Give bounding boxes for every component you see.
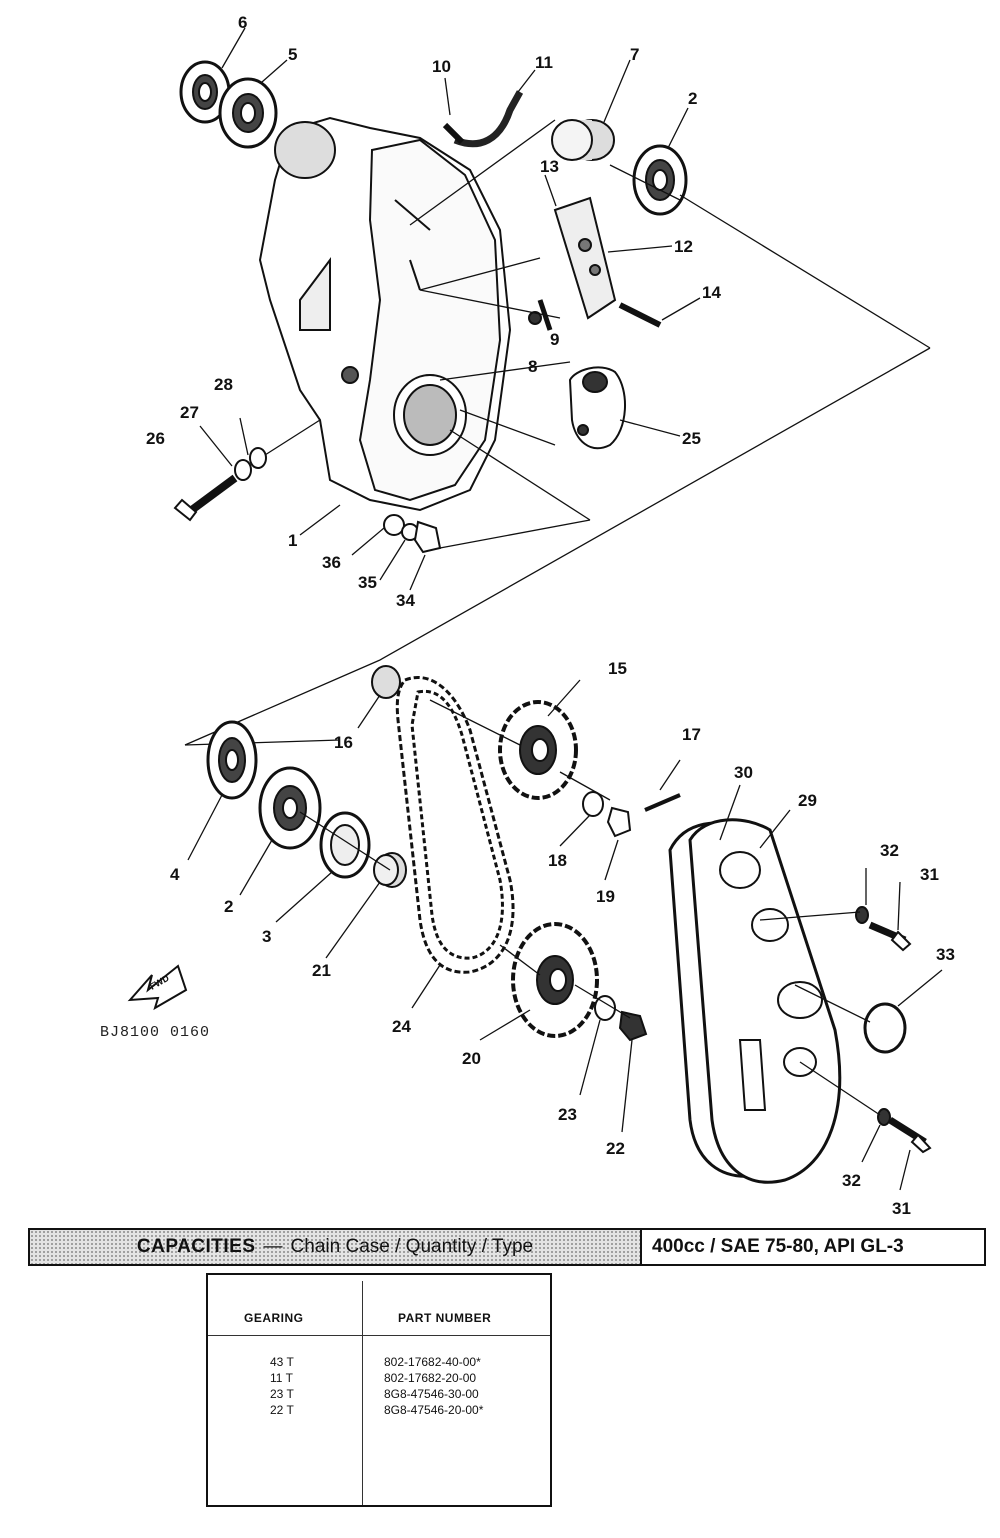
callout-8: 8: [528, 357, 537, 376]
callout-20: 20: [462, 1049, 481, 1068]
table-row: 22 T 8G8-47546-20-00*: [270, 1403, 484, 1417]
callout-18: 18: [548, 851, 567, 870]
chain-case-1: [258, 116, 512, 512]
callout-15: 15: [608, 659, 627, 678]
table-row: 23 T 8G8-47546-30-00: [270, 1387, 479, 1401]
oil-seal-3: [319, 811, 371, 879]
plate-13: [553, 196, 617, 320]
callout-16: 16: [334, 733, 353, 752]
bearing-4: [206, 720, 258, 800]
plug-33: [863, 1002, 907, 1054]
callout-35: 35: [358, 573, 377, 592]
collar-21: [373, 852, 407, 888]
callout-21: 21: [312, 961, 331, 980]
callout-1: 1: [288, 531, 297, 550]
callout-2a: 2: [688, 89, 697, 108]
drive-chain-24: [395, 675, 515, 974]
exploded-parts-diagram: 6510117213121498252827261363534151617302…: [127, 13, 955, 1218]
callout-4: 4: [170, 865, 180, 884]
callout-9: 9: [550, 330, 559, 349]
callout-17: 17: [682, 725, 701, 744]
callout-12: 12: [674, 237, 693, 256]
capacities-dash: —: [263, 1236, 283, 1257]
callout-26: 26: [146, 429, 165, 448]
bearing-2-lower: [258, 766, 322, 850]
tensioner-25: [568, 366, 626, 450]
gearing-table: GEARING PART NUMBER 43 T 802-17682-40-00…: [206, 1273, 552, 1507]
breather-hose-11: [453, 90, 524, 148]
callout-31a: 31: [920, 865, 939, 884]
part-number-header: PART NUMBER: [398, 1311, 492, 1325]
callout-11: 11: [535, 53, 553, 72]
callout-34: 34: [396, 591, 415, 610]
callout-30: 30: [734, 763, 753, 782]
callout-36: 36: [322, 553, 341, 572]
callout-27: 27: [180, 403, 199, 422]
bearing-5: [218, 77, 278, 149]
callout-5: 5: [288, 45, 297, 64]
callout-14: 14: [702, 283, 721, 302]
callout-7: 7: [630, 45, 639, 64]
callout-10: 10: [432, 57, 451, 76]
callout-33: 33: [936, 945, 955, 964]
collar-7: [551, 119, 615, 161]
table-row: 11 T 802-17682-20-00: [270, 1371, 477, 1385]
callout-6: 6: [238, 13, 247, 32]
callout-13: 13: [540, 157, 559, 176]
chain-case-cover-29: [668, 818, 842, 1184]
callout-23: 23: [558, 1105, 577, 1124]
fwd-arrow-icon: [127, 964, 188, 1011]
callout-31b: 31: [892, 1199, 911, 1218]
bolt-14: [618, 302, 662, 328]
callout-2b: 2: [224, 897, 233, 916]
table-row: 43 T 802-17682-40-00*: [270, 1355, 481, 1369]
sprocket-15: [498, 700, 578, 800]
figure-code: BJ8100 0160: [100, 1024, 211, 1041]
capacities-title: CAPACITIES: [136, 1236, 256, 1257]
callout-32a: 32: [880, 841, 899, 860]
collar-16: [371, 665, 401, 699]
callout-24: 24: [392, 1017, 411, 1036]
callout-32b: 32: [842, 1171, 861, 1190]
callout-22: 22: [606, 1139, 625, 1158]
callout-29: 29: [798, 791, 817, 810]
sprocket-20: [511, 922, 599, 1038]
capacities-value: 400cc / SAE 75-80, API GL-3: [652, 1236, 904, 1257]
callout-28: 28: [214, 375, 233, 394]
capacities-label: CAPACITIES — Chain Case / Quantity / Typ…: [30, 1230, 642, 1264]
capacities-subject: Chain Case / Quantity / Type: [290, 1236, 534, 1257]
gearing-header: GEARING: [244, 1311, 304, 1325]
capacities-bar: CAPACITIES — Chain Case / Quantity / Typ…: [28, 1228, 986, 1266]
bearing-2-upper: [632, 144, 688, 216]
callout-25: 25: [682, 429, 701, 448]
callout-19: 19: [596, 887, 615, 906]
callout-3: 3: [262, 927, 271, 946]
